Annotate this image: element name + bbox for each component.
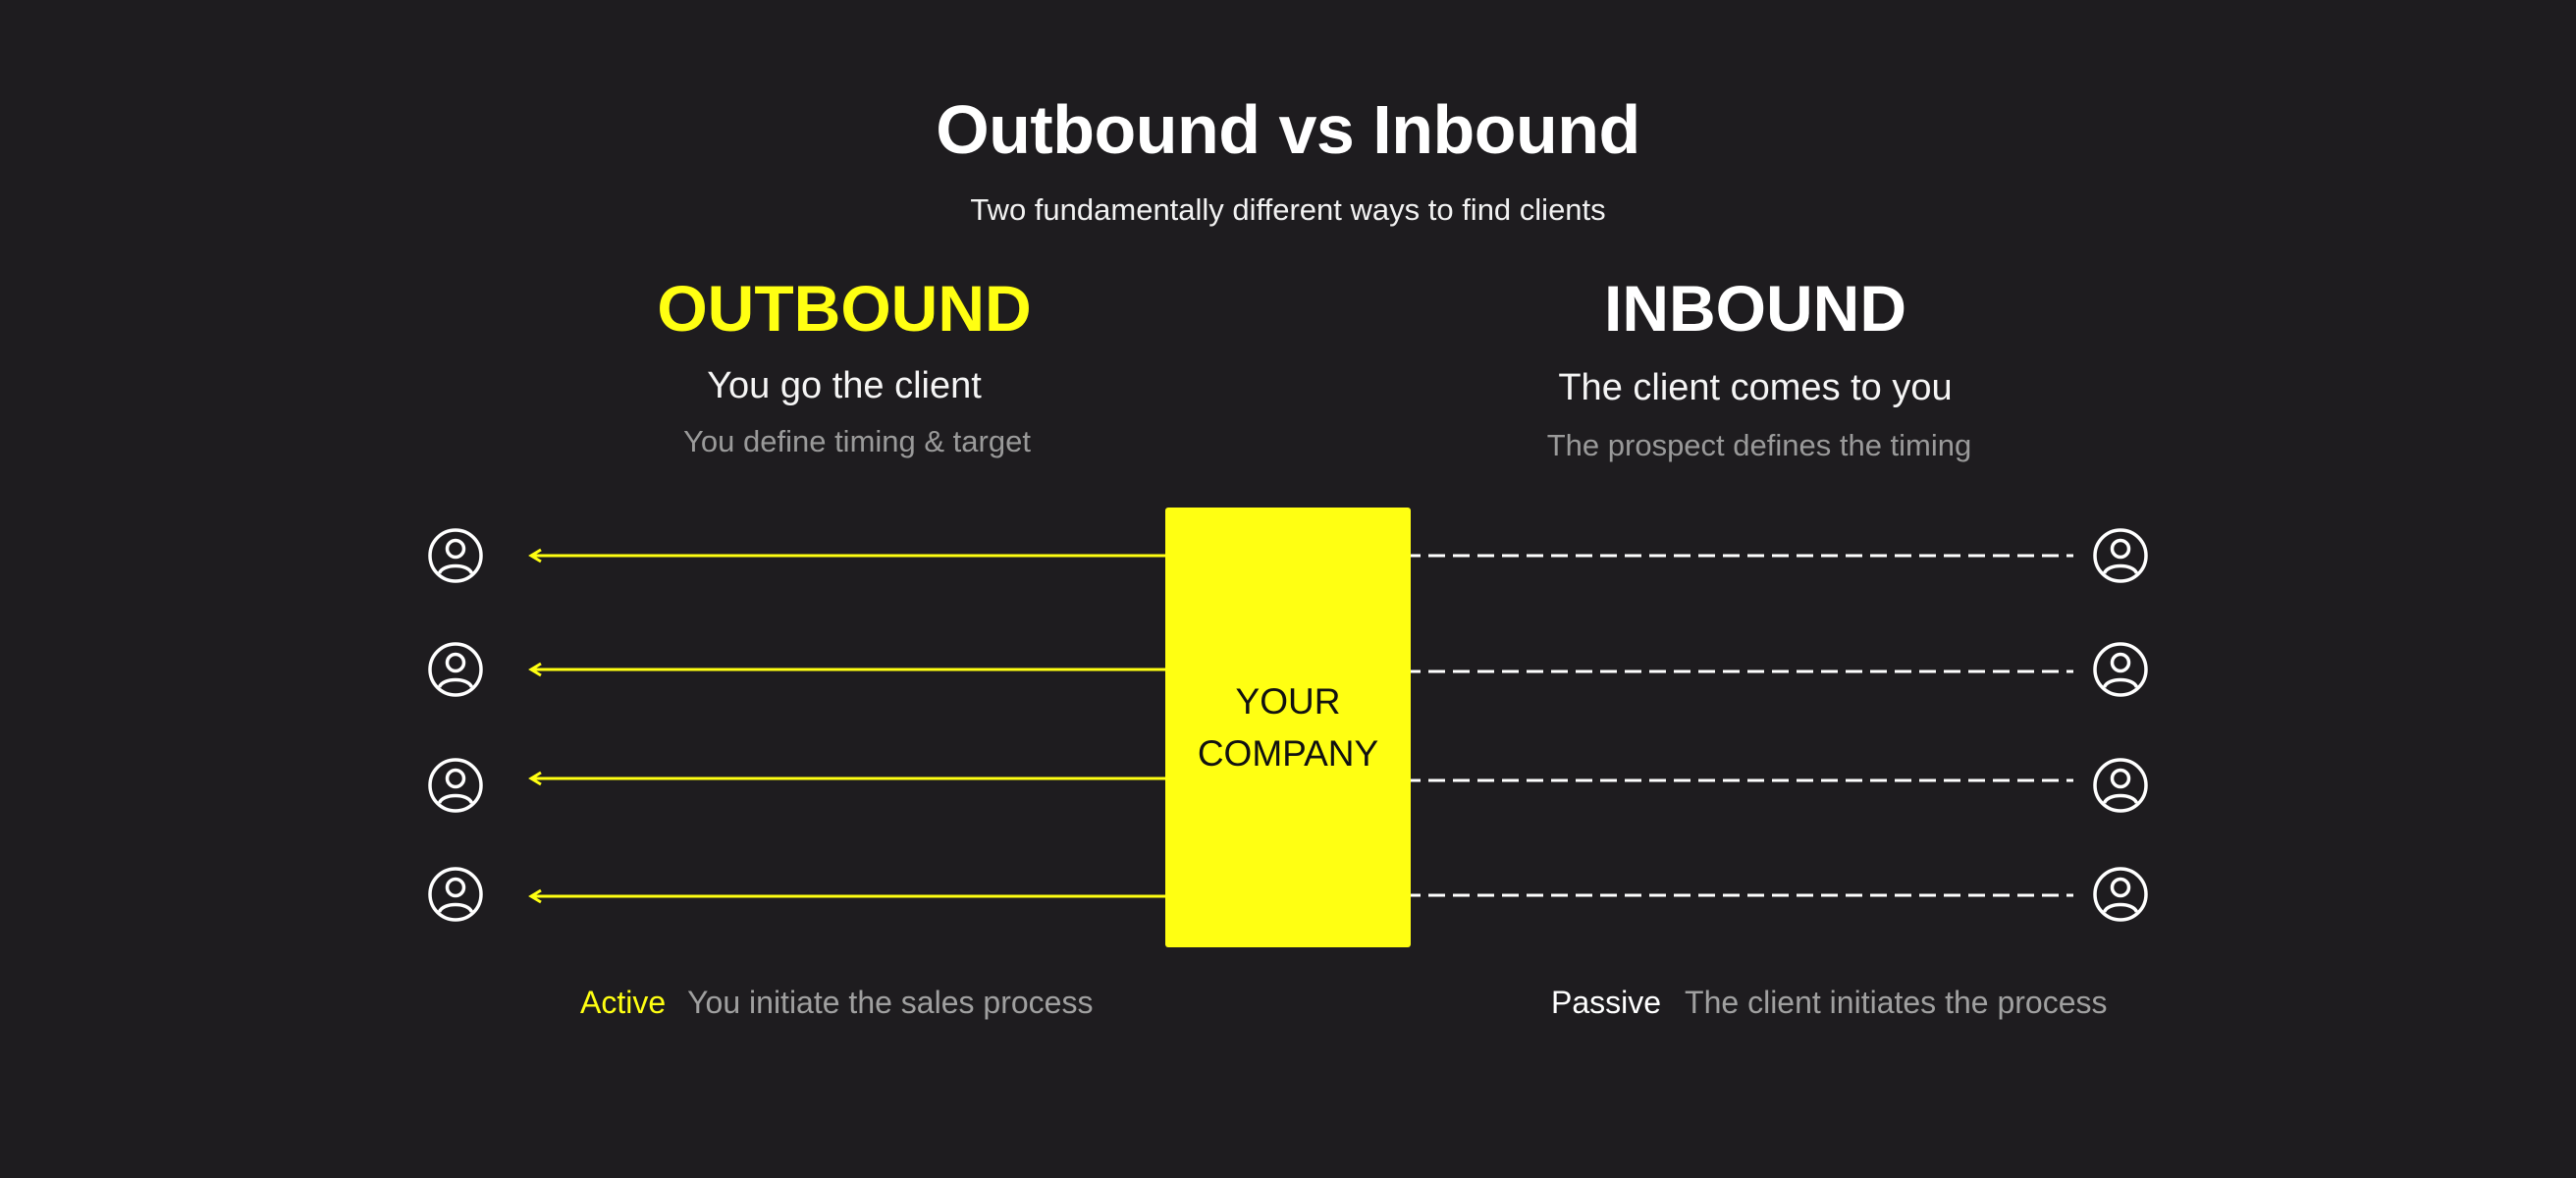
outbound-footer: Active You initiate the sales process [580,985,1093,1021]
person-circle-icon [2092,866,2149,923]
outbound-footer-tag: Active [580,985,667,1020]
person-circle-icon [2092,757,2149,814]
outbound-connectors [528,548,1165,904]
person-circle-icon [2092,527,2149,584]
person-circle-icon [427,757,484,814]
inbound-note: The prospect defines the timing [1546,428,1972,462]
inbound-connectors [1404,554,2073,897]
person-circle-icon [427,866,484,923]
page-subtitle: Two fundamentally different ways to find… [970,192,1606,227]
inbound-footer-text: The client initiates the process [1685,985,2108,1020]
outbound-arrow [528,548,1165,563]
company-box: YOUR COMPANY [1165,508,1411,947]
person-circle-icon [427,527,484,584]
inbound-tagline: The client comes to you [1558,367,1953,408]
outbound-note: You define timing & target [683,424,1031,458]
inbound-footer: Passive The client initiates the process [1551,985,2107,1021]
page-title: Outbound vs Inbound [936,91,1640,168]
company-label: YOUR COMPANY [1197,681,1379,774]
outbound-heading: OUTBOUND [657,272,1032,345]
person-circle-icon [2092,641,2149,698]
outbound-arrow [528,771,1165,786]
inbound-footer-tag: Passive [1551,985,1662,1020]
outbound-arrow [528,662,1165,677]
outbound-tagline: You go the client [707,365,982,406]
outbound-arrow [528,888,1165,904]
person-circle-icon [427,641,484,698]
inbound-heading: INBOUND [1604,272,1906,345]
outbound-footer-text: You initiate the sales process [687,985,1094,1020]
